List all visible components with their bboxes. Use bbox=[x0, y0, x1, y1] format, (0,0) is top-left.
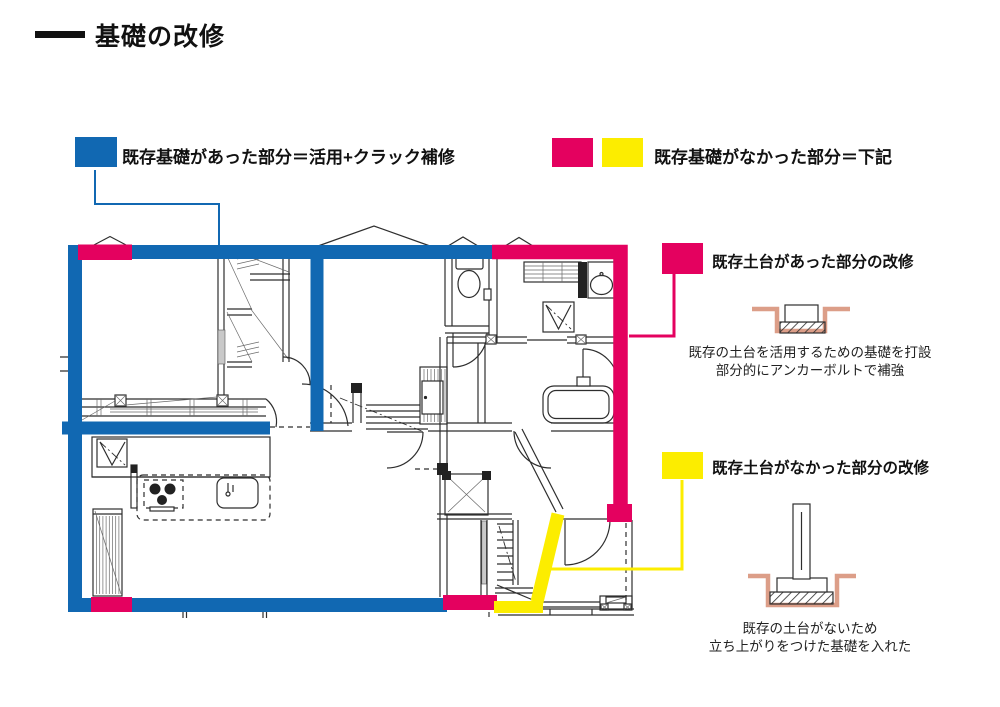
legend-swatch-existing-foundation bbox=[75, 137, 117, 167]
stove bbox=[143, 479, 184, 509]
legend-connectors bbox=[94, 170, 684, 571]
toilet-room bbox=[444, 248, 498, 368]
pocket-door bbox=[421, 380, 444, 415]
legend-label-existing-foundation: 既存基礎があった部分＝活用+クラック補修 bbox=[122, 148, 455, 167]
annotation-caption-no-sill: 既存の土台がないため 立ち上がりをつけた基礎を入れた bbox=[650, 620, 970, 656]
caption-line: 部分的にアンカーボルトで補強 bbox=[715, 363, 905, 378]
room-upper-left bbox=[60, 248, 311, 428]
annotation-caption-existing-sill: 既存の土台を活用するための基礎を打設 部分的にアンカーボルトで補強 bbox=[650, 344, 970, 380]
annotation-swatch-existing-sill bbox=[662, 243, 703, 274]
overlay-pink-no-sill-walls bbox=[78, 244, 632, 612]
toilet-bowl bbox=[457, 269, 481, 299]
caption-line: 既存の土台を活用するための基礎を打設 bbox=[688, 345, 932, 360]
hall-and-stairs bbox=[270, 366, 448, 470]
bathroom bbox=[310, 343, 619, 469]
connector-pink bbox=[629, 274, 676, 338]
gable-marks bbox=[91, 225, 536, 247]
annotation-title-existing-sill: 既存土台があった部分の改修 bbox=[712, 254, 914, 271]
foundation-diagram-existing-sill bbox=[752, 304, 850, 334]
connector-yellow bbox=[546, 480, 684, 571]
overlay-yellow-no-sill-walls bbox=[494, 512, 565, 613]
caption-line: 既存の土台がないため bbox=[742, 621, 878, 636]
legend-label-no-foundation: 既存基礎がなかった部分＝下記 bbox=[654, 148, 892, 167]
sill-block bbox=[784, 304, 819, 323]
entrance-area bbox=[386, 337, 634, 616]
annotation-swatch-no-sill bbox=[662, 452, 703, 479]
connector-blue bbox=[94, 170, 220, 246]
footing-base bbox=[776, 577, 828, 593]
caption-line: 立ち上がりをつけた基礎を入れた bbox=[708, 639, 912, 654]
page-title: 基礎の改修 bbox=[95, 23, 226, 51]
legend-swatch-no-foundation-pink bbox=[552, 138, 593, 167]
bathtub bbox=[542, 385, 615, 424]
legend-swatch-no-foundation-yellow bbox=[602, 138, 643, 167]
kitchen-sink bbox=[216, 477, 259, 509]
annotation-title-no-sill: 既存土台がなかった部分の改修 bbox=[712, 460, 930, 477]
foundation-diagram-no-sill bbox=[748, 503, 856, 608]
kitchen bbox=[91, 436, 490, 618]
title-dash-icon bbox=[35, 31, 85, 38]
